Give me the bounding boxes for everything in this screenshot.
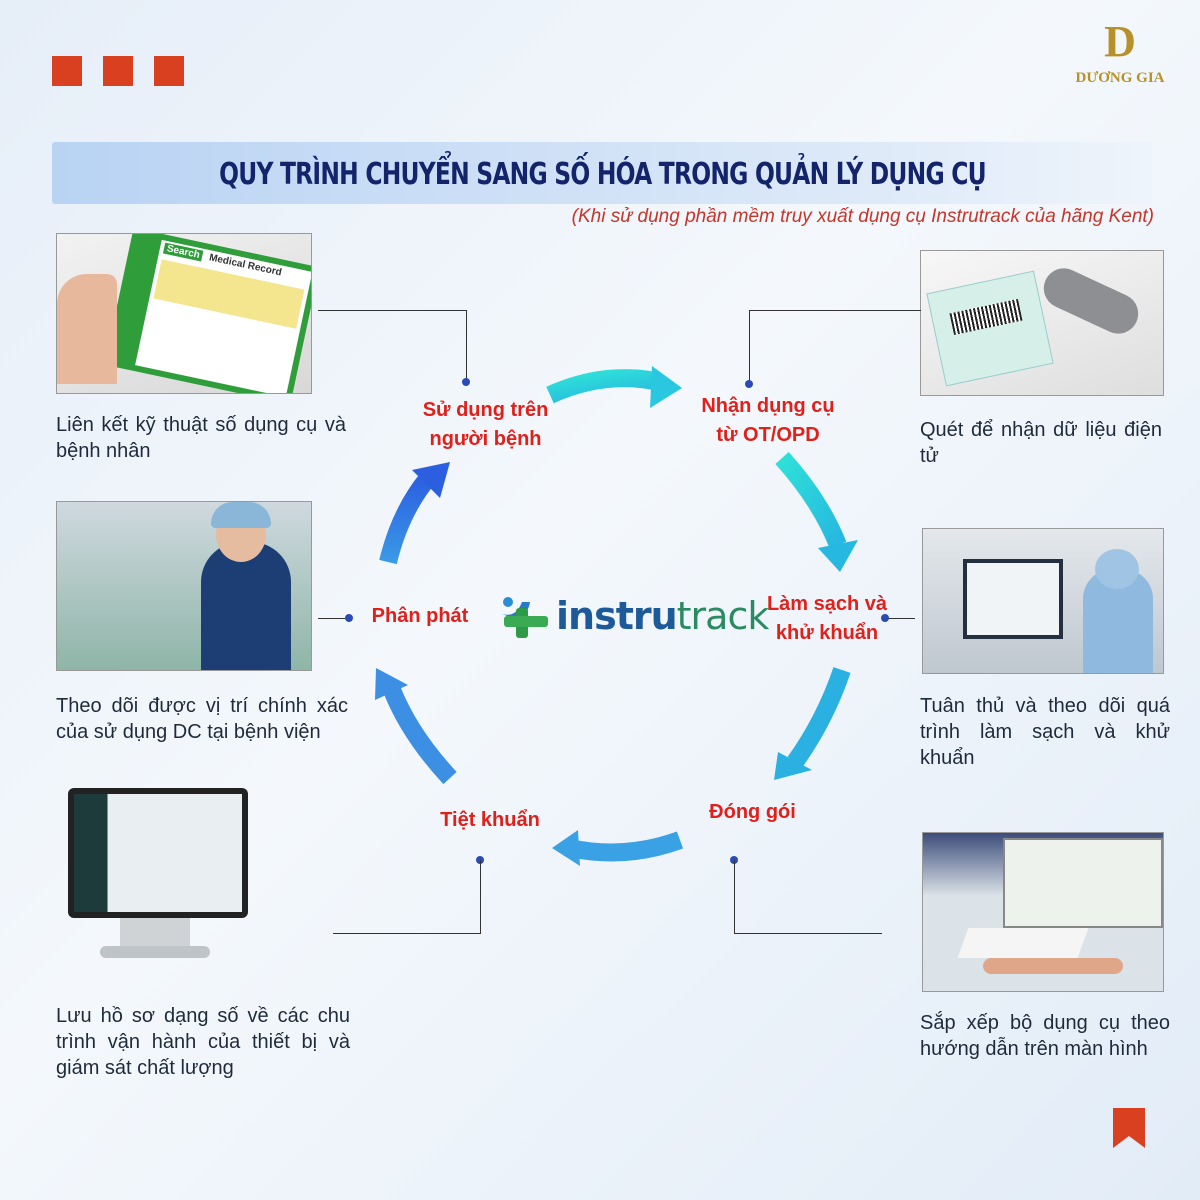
connector-line <box>333 933 481 934</box>
hospital-scanning-photo <box>56 501 312 671</box>
duong-gia-logo: D DƯƠNG GIA <box>1060 14 1180 98</box>
page-subtitle: (Khi sử dụng phần mềm truy xuất dụng cụ … <box>571 206 1154 227</box>
caption-mid-left: Theo dõi được vị trí chính xác của sử dụ… <box>56 695 348 743</box>
connector-line <box>466 310 467 380</box>
arrowhead-4 <box>552 830 580 866</box>
step-clean-disinfect: Làm sạch và khử khuẩn <box>766 593 888 644</box>
caption-top-right: Quét để nhận dữ liệu điện tử <box>920 419 1162 467</box>
instrutrack-logo: instrutrack <box>496 594 770 638</box>
arrowhead-3 <box>774 752 812 780</box>
barcode-scanner-photo <box>920 250 1164 396</box>
instrutrack-cross-icon <box>502 597 548 638</box>
connector-line <box>734 933 882 934</box>
arrow-3 <box>787 667 851 768</box>
connector-dot <box>345 614 353 622</box>
caption-bottom-left: Lưu hồ sơ dạng số về các chu trình vận h… <box>56 1005 350 1079</box>
caption-mid-right: Tuân thủ và theo dõi quá trình làm sạch … <box>920 695 1170 769</box>
packing-workstation-photo <box>922 832 1164 992</box>
connector-line <box>318 618 348 619</box>
arrowhead-5 <box>375 668 408 700</box>
logo-name: DƯƠNG GIA <box>1075 70 1165 86</box>
arrow-1 <box>546 369 662 404</box>
arrow-2 <box>775 451 847 549</box>
connector-line <box>749 310 750 382</box>
caption-bottom-right: Sắp xếp bộ dụng cụ theo hướng dẫn trên m… <box>920 1012 1170 1060</box>
cleaning-monitor-photo <box>922 528 1164 674</box>
connector-dot <box>745 380 753 388</box>
logo-part-instru: instru <box>556 594 678 638</box>
logo-part-track: track <box>676 594 770 638</box>
decor-square <box>103 56 133 86</box>
page-title: QUY TRÌNH CHUYỂN SANG SỐ HÓA TRONG QUẢN … <box>52 142 1152 204</box>
step-use-on-patient: Sử dụng trên người bệnh <box>422 399 549 450</box>
instrutrack-wordmark: instrutrack <box>556 594 770 638</box>
caption-top-left: Liên kết kỹ thuật số dụng cụ và bệnh nhâ… <box>56 414 346 462</box>
connector-line <box>318 310 467 311</box>
connector-line <box>734 860 735 933</box>
connector-line <box>749 310 921 311</box>
arrow-6 <box>379 472 436 565</box>
arrow-4 <box>568 831 684 862</box>
connector-line <box>480 860 481 933</box>
arrowhead-6 <box>412 462 450 498</box>
step-receive: Nhận dụng cụ từ OT/OPD <box>701 395 835 446</box>
tablet-medical-record-photo: Search Medical Record <box>56 233 312 394</box>
step-sterilize: Tiệt khuẩn <box>440 809 540 831</box>
connector-dot <box>462 378 470 386</box>
step-packing: Đóng gói <box>709 801 796 823</box>
step-distribute: Phân phát <box>371 605 469 627</box>
decor-square <box>52 56 82 86</box>
decor-square <box>154 56 184 86</box>
arrowhead-2 <box>818 540 858 572</box>
computer-monitor-photo <box>60 788 270 978</box>
title-text: QUY TRÌNH CHUYỂN SANG SỐ HÓA TRONG QUẢN … <box>218 157 987 192</box>
logo-letter: D <box>1104 17 1136 66</box>
connector-dot <box>881 614 889 622</box>
arrow-5 <box>383 686 457 785</box>
arrowhead-1 <box>650 366 682 408</box>
connector-line <box>885 618 915 619</box>
